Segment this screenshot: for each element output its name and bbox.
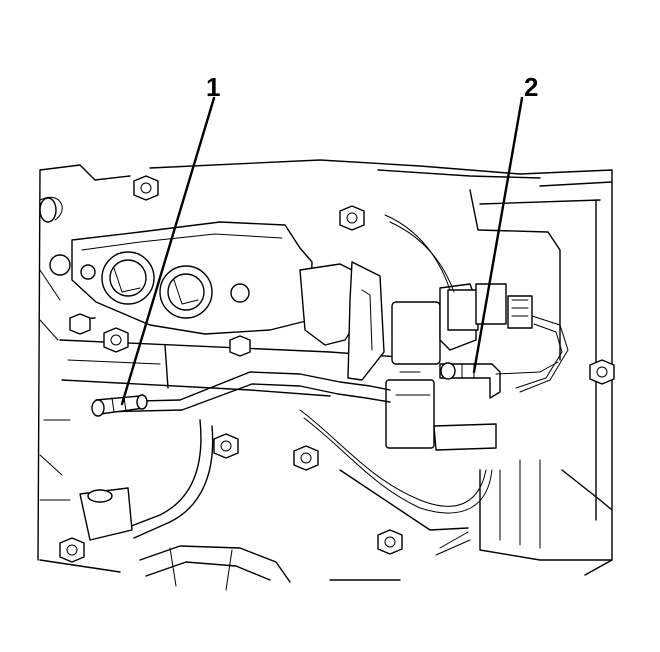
bolt-top-center [339, 205, 365, 231]
bolt-top-left [133, 175, 159, 201]
bolt-bottom-left [59, 537, 85, 563]
wiring-harness [299, 214, 569, 514]
callout-1-leader [120, 96, 216, 406]
throttle-body-housing [59, 221, 441, 397]
bolt-bottom-right [377, 529, 403, 555]
bolt-left-mid [69, 313, 91, 335]
solenoid-valve-assembly [299, 261, 533, 451]
vacuum-hose-1 [91, 371, 391, 417]
bolt-far-right [589, 359, 615, 385]
vacuum-hose-2 [439, 361, 559, 399]
bolt-left-lower [103, 327, 129, 353]
bolt-housing-right [229, 335, 251, 357]
callout-2-leader [472, 96, 524, 374]
lower-components [39, 419, 613, 591]
engine-block-outline [37, 159, 613, 576]
callout-1-label: 1 [206, 72, 220, 102]
callout-2-label: 2 [524, 72, 538, 102]
bolt-lower-right [293, 445, 319, 471]
bolt-lower-center [213, 433, 239, 459]
